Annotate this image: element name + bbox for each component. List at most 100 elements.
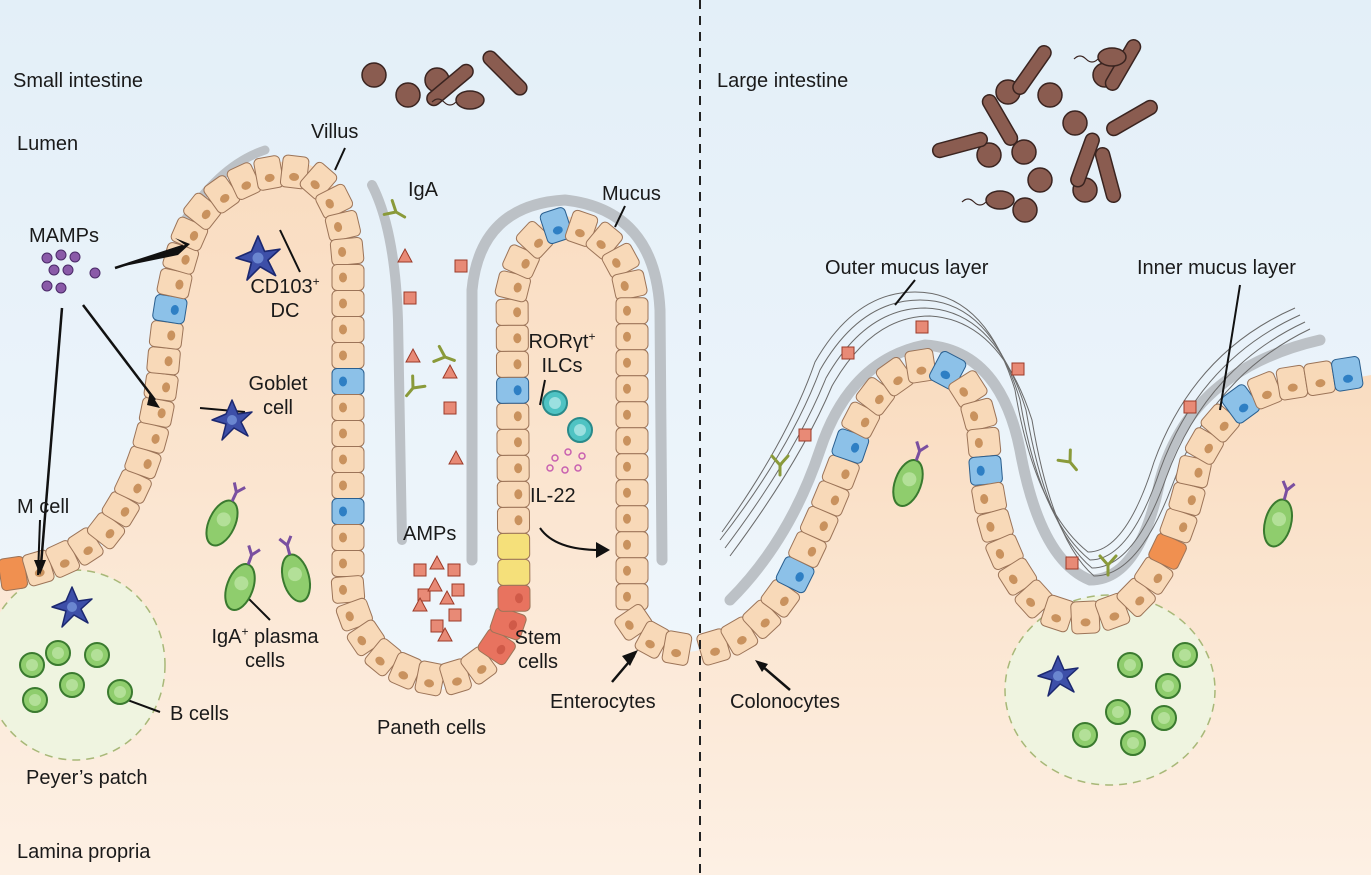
mamp-particle	[69, 251, 81, 263]
label-il22: IL-22	[530, 485, 576, 507]
rod-bacterium	[1012, 45, 1052, 95]
epithelial-cell	[331, 393, 365, 421]
mamp-particle	[48, 264, 60, 276]
epithelial-cell	[331, 341, 365, 369]
label-mamps: MAMPs	[29, 225, 99, 247]
nucleus	[339, 376, 347, 387]
epithelial-cell	[1116, 577, 1156, 618]
iga-plasma-cell	[892, 441, 929, 507]
dendritic-cell	[211, 399, 253, 441]
nucleus	[860, 417, 870, 428]
epithelial-cell	[331, 471, 365, 499]
rod-bacterium	[426, 63, 474, 107]
dc-nucleus	[227, 415, 237, 425]
nucleus	[162, 382, 171, 393]
nucleus	[625, 620, 634, 630]
amp-square	[798, 428, 812, 442]
goblet-cell	[968, 455, 1003, 486]
nucleus	[514, 489, 523, 500]
nucleus	[850, 442, 860, 453]
amp-square	[915, 320, 929, 334]
nucleus	[452, 677, 462, 686]
amp-square	[413, 563, 427, 577]
rod-bacterium	[1094, 146, 1122, 204]
flagellated-bacterium	[431, 90, 485, 110]
nucleus	[1315, 379, 1326, 388]
epithelial-cell	[904, 348, 937, 384]
label-peyers-patch: Peyer’s patch	[26, 767, 148, 789]
flagellated-bacterium	[961, 190, 1015, 210]
stem-cell	[497, 558, 531, 586]
epithelial-cell	[611, 269, 648, 301]
il22-particle	[564, 448, 572, 456]
nucleus	[1187, 495, 1196, 506]
ilc-nucleus	[574, 424, 586, 436]
nucleus	[623, 461, 631, 472]
nucleus	[339, 272, 347, 283]
nucleus	[513, 385, 522, 396]
mamp-particle	[55, 249, 67, 261]
epithelial-cell	[101, 491, 140, 528]
epithelial-cell	[331, 289, 365, 317]
amp-triangle	[442, 363, 458, 379]
label-villus: Villus	[311, 121, 359, 143]
nucleus	[980, 494, 989, 504]
nucleus	[398, 671, 409, 680]
nucleus	[1287, 383, 1298, 392]
coccus-bacterium	[1037, 82, 1063, 108]
epithelial-cell	[615, 375, 649, 403]
amp-triangle	[448, 449, 464, 465]
epithelial-cell	[615, 297, 649, 325]
epithelial-cell	[821, 454, 860, 491]
nucleus	[334, 222, 343, 232]
goblet-cell	[496, 376, 530, 404]
nucleus	[623, 383, 631, 394]
epithelial-cell	[960, 397, 998, 432]
coccus-bacterium	[976, 142, 1002, 168]
epithelial-cell	[331, 523, 365, 551]
epithelial-cell	[615, 401, 649, 429]
label-small-intestine: Small intestine	[13, 70, 144, 92]
epithelial-cell	[124, 445, 162, 480]
mamp-arrows	[39, 244, 791, 691]
iga-antibody	[278, 535, 293, 556]
nucleus	[819, 521, 828, 532]
nucleus	[339, 402, 347, 413]
rod-bacterium	[1070, 132, 1100, 188]
nucleus	[339, 558, 347, 569]
nucleus	[1219, 421, 1229, 431]
nucleus	[513, 333, 522, 344]
iga-antibody	[1056, 448, 1078, 472]
rod-bacterium	[981, 94, 1019, 146]
nucleus	[1080, 618, 1091, 627]
nucleus	[623, 565, 631, 576]
amp-square	[1065, 556, 1079, 570]
epithelial-cell	[496, 402, 530, 430]
nucleus	[645, 639, 655, 649]
epithelial-cell	[661, 630, 693, 666]
nucleus	[345, 611, 354, 622]
nucleus	[1194, 467, 1203, 478]
mamp-particle	[41, 280, 53, 292]
nucleus	[623, 409, 631, 420]
nucleus	[289, 172, 300, 181]
nucleus	[1204, 443, 1213, 454]
nucleus	[59, 559, 70, 568]
label-large-intestine: Large intestine	[717, 70, 849, 92]
iga-antibody	[405, 374, 427, 398]
epithelial-cell	[696, 628, 731, 666]
paneth-cell	[497, 584, 531, 612]
nucleus	[623, 357, 631, 368]
nucleus	[339, 480, 347, 491]
nucleus	[671, 649, 682, 658]
nucleus	[83, 546, 93, 556]
epithelial-cell	[615, 557, 649, 585]
b-cell-nucleus	[66, 679, 78, 691]
nucleus	[596, 240, 606, 249]
b-cell-nucleus	[1127, 737, 1139, 749]
label-iga-plasma-cells: IgA+ plasma cells	[211, 624, 319, 672]
epithelial-cell	[971, 481, 1007, 515]
dc-nucleus	[252, 252, 264, 264]
nucleus	[339, 298, 347, 309]
epithelial-cell	[1303, 360, 1336, 397]
